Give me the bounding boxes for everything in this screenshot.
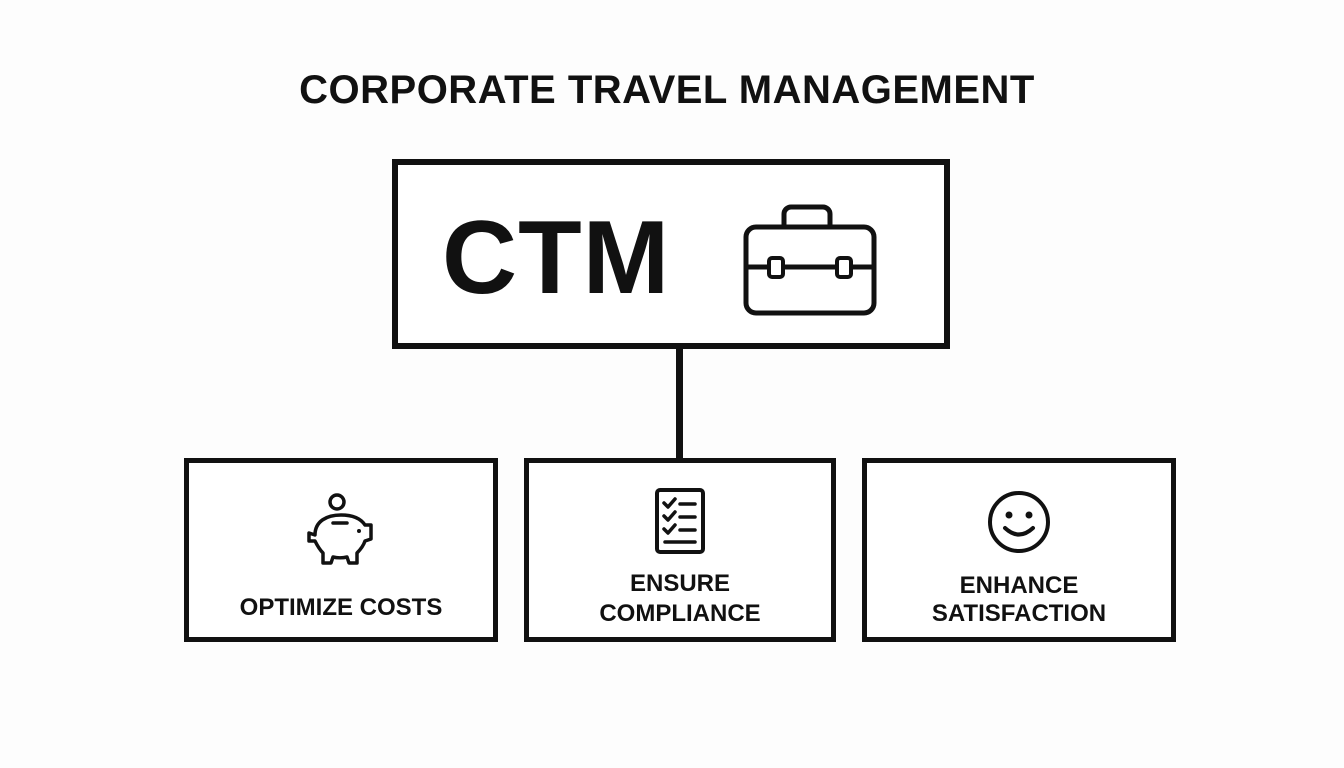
card-label-line1: ENHANCE [959,572,1079,599]
card-label-line2: COMPLIANCE [599,600,761,627]
card-enhance-satisfaction: ENHANCE SATISFACTION [862,458,1176,642]
card-label-line1: OPTIMIZE COSTS [239,594,443,621]
card-label-line2: SATISFACTION [931,600,1107,627]
card-optimize-costs: OPTIMIZE COSTS [184,458,498,642]
checklist-icon [655,488,705,554]
connector-line [676,349,683,462]
piggy-bank-icon [307,493,373,565]
ctm-label: CTM [442,200,671,316]
card-label-line1: ENSURE [629,570,731,597]
briefcase-icon [743,204,877,316]
diagram-title: CORPORATE TRAVEL MANAGEMENT [299,68,1035,112]
ctm-main-node: CTM [392,159,950,349]
smiley-face-icon [988,491,1050,553]
card-ensure-compliance: ENSURE COMPLIANCE [524,458,836,642]
